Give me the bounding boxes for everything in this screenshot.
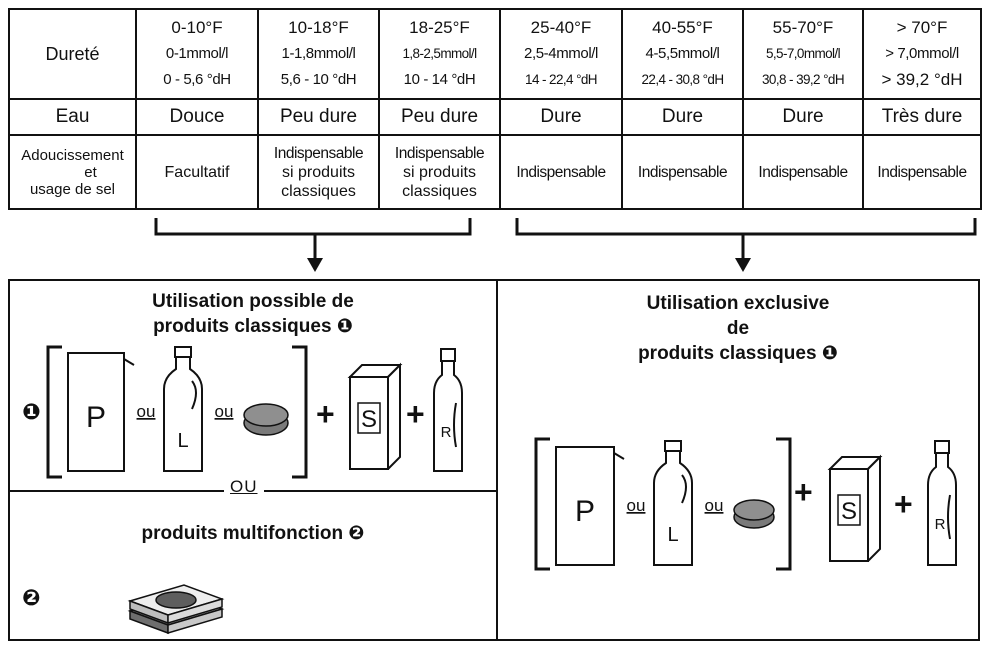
down-arrow-icon xyxy=(307,258,323,272)
possible-use-title: Utilisation possible de produits classiq… xyxy=(152,291,354,337)
water-type-row: Eau Douce Peu dure Peu dure Dure Dure Du… xyxy=(8,98,982,136)
salt-box-icon xyxy=(347,362,403,470)
powder-box-icon xyxy=(555,446,625,566)
multi-tab-icon xyxy=(127,584,225,635)
plus-sign: + xyxy=(894,486,913,522)
liquid-bottle-icon xyxy=(163,346,203,472)
exclusive-use-title: Utilisation exclusive de produits classi… xyxy=(638,293,838,364)
water-cell: Dure xyxy=(499,98,623,136)
plus-sign: + xyxy=(316,396,335,432)
exclusive-products-group: P ou L ou + S + R xyxy=(534,437,957,571)
connector-brackets xyxy=(154,218,977,272)
salt-letter: S xyxy=(361,406,377,433)
liquid-letter: L xyxy=(667,524,678,546)
softening-cell: Facultatif xyxy=(135,134,259,210)
salt-label-box xyxy=(837,494,861,526)
water-cell: Peu dure xyxy=(378,98,501,136)
liquid-bottle-icon xyxy=(653,440,693,566)
exclusive-use-panel: Utilisation exclusive de produits classi… xyxy=(496,279,980,641)
softening-cell: Indispensable xyxy=(862,134,982,210)
hardness-label: Dureté xyxy=(8,8,137,100)
salt-box-icon xyxy=(827,454,883,562)
row-marker-2: ❷ xyxy=(22,586,41,611)
water-cell: Peu dure xyxy=(257,98,380,136)
plus-sign: + xyxy=(794,474,813,510)
tablet-icon xyxy=(243,403,289,436)
or-label: ou xyxy=(627,496,646,515)
water-cell: Dure xyxy=(621,98,744,136)
hardness-cell: > 70°F> 7,0mmol/l> 39,2 °dH xyxy=(862,8,982,100)
water-cell: Très dure xyxy=(862,98,982,136)
or-label: ou xyxy=(137,402,156,421)
softening-cell: Indispensable xyxy=(742,134,864,210)
water-cell: Douce xyxy=(135,98,259,136)
powder-letter: P xyxy=(575,495,595,528)
ref-marker-1: ❶ xyxy=(336,316,353,337)
right-square-bracket xyxy=(292,345,308,479)
salt-letter: S xyxy=(841,498,857,525)
row-marker-1: ❶ xyxy=(22,400,41,425)
down-arrow-icon xyxy=(735,258,751,272)
tablet-icon xyxy=(733,499,775,529)
right-square-bracket xyxy=(776,437,792,571)
or-label: ou xyxy=(215,402,234,421)
rinse-letter: R xyxy=(441,424,452,441)
water-cell: Dure xyxy=(742,98,864,136)
powder-box-icon xyxy=(67,352,135,472)
powder-letter: P xyxy=(86,401,106,434)
rinse-aid-bottle-icon xyxy=(433,348,463,472)
multifunction-group: ❷ xyxy=(22,584,225,635)
liquid-letter: L xyxy=(177,430,188,452)
left-square-bracket xyxy=(534,437,550,571)
multifunction-title: produits multifonction ❷ xyxy=(141,523,365,544)
salt-label-box xyxy=(357,402,381,434)
softening-cell: Indispensable xyxy=(499,134,623,210)
or-label: ou xyxy=(705,496,724,515)
or-separator: OU xyxy=(224,477,264,497)
ref-marker-1: ❶ xyxy=(821,343,838,364)
possible-use-panel: Utilisation possible de produits classiq… xyxy=(8,279,498,641)
rinse-letter: R xyxy=(935,516,946,533)
ref-marker-2: ❷ xyxy=(348,523,365,544)
classic-products-group: ❶ P ou L ou + S + xyxy=(22,345,463,479)
left-bracket xyxy=(154,218,472,262)
water-label: Eau xyxy=(8,98,137,136)
softening-cell: Indispensable xyxy=(621,134,744,210)
plus-sign: + xyxy=(406,396,425,432)
left-square-bracket xyxy=(46,345,62,479)
right-bracket xyxy=(515,218,977,262)
rinse-aid-bottle-icon xyxy=(927,440,957,566)
